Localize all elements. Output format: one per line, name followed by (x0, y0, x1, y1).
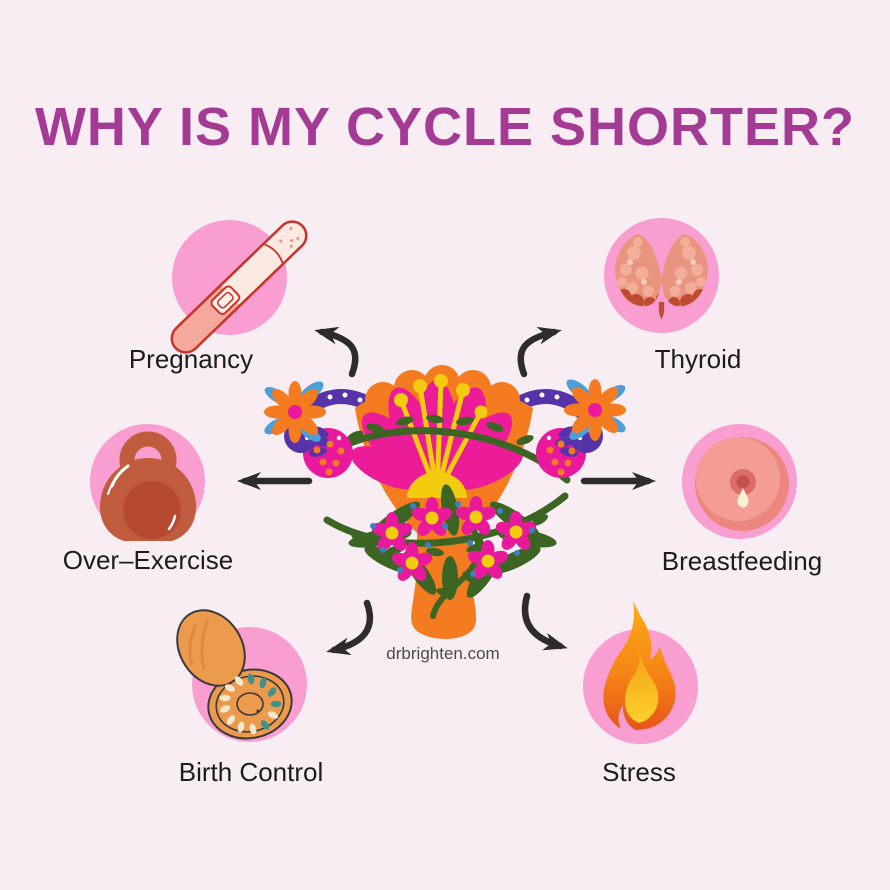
pill-compact-icon (176, 609, 293, 740)
uterus-body (355, 384, 533, 639)
vines (321, 414, 571, 619)
pistils (394, 374, 488, 498)
arrow-to-pregnancy (314, 326, 359, 378)
page-title: WHY IS MY CYCLE SHORTER? (34, 97, 856, 157)
cause-label: Birth Control (178, 757, 324, 787)
cervix-leaves (348, 484, 557, 600)
cause-label: Thyroid (654, 344, 742, 374)
cause-node-stress: Stress (583, 601, 698, 787)
cause-label: Pregnancy (128, 344, 254, 374)
cause-node-pregnancy: Pregnancy (129, 220, 308, 374)
flame-icon (603, 601, 676, 730)
cause-node-breastfeeding: Breastfeeding (662, 424, 822, 576)
kettlebell-icon (100, 431, 196, 541)
cause-node-over-exercise: Over–Exercise (63, 424, 233, 575)
uterus-fundus-scallops (365, 365, 520, 418)
cause-node-thyroid: Thyroid (604, 218, 741, 374)
breast-icon (695, 437, 789, 531)
watermark-text: drbrighten.com (386, 644, 500, 663)
blue-dots (370, 501, 535, 577)
ovary-left (284, 419, 353, 478)
cause-node-birth-control: Birth Control (176, 609, 323, 787)
fallopian-tube-left (287, 389, 388, 432)
thyroid-gland-icon (615, 234, 708, 319)
pill-ring (219, 673, 282, 735)
uterus-petal-fan (350, 380, 524, 490)
flower-right (564, 379, 626, 441)
cervix-flowers (370, 496, 538, 584)
arrow-to-thyroid (517, 326, 562, 378)
arrow-to-stress (521, 592, 568, 651)
pregnancy-test-icon (170, 220, 308, 354)
fallopian-tube-right (499, 389, 600, 432)
flower-left (264, 381, 326, 443)
cause-label: Breastfeeding (661, 546, 823, 576)
ovary-right (536, 419, 603, 478)
cause-label: Stress (602, 757, 676, 787)
cause-label: Over–Exercise (62, 545, 234, 575)
